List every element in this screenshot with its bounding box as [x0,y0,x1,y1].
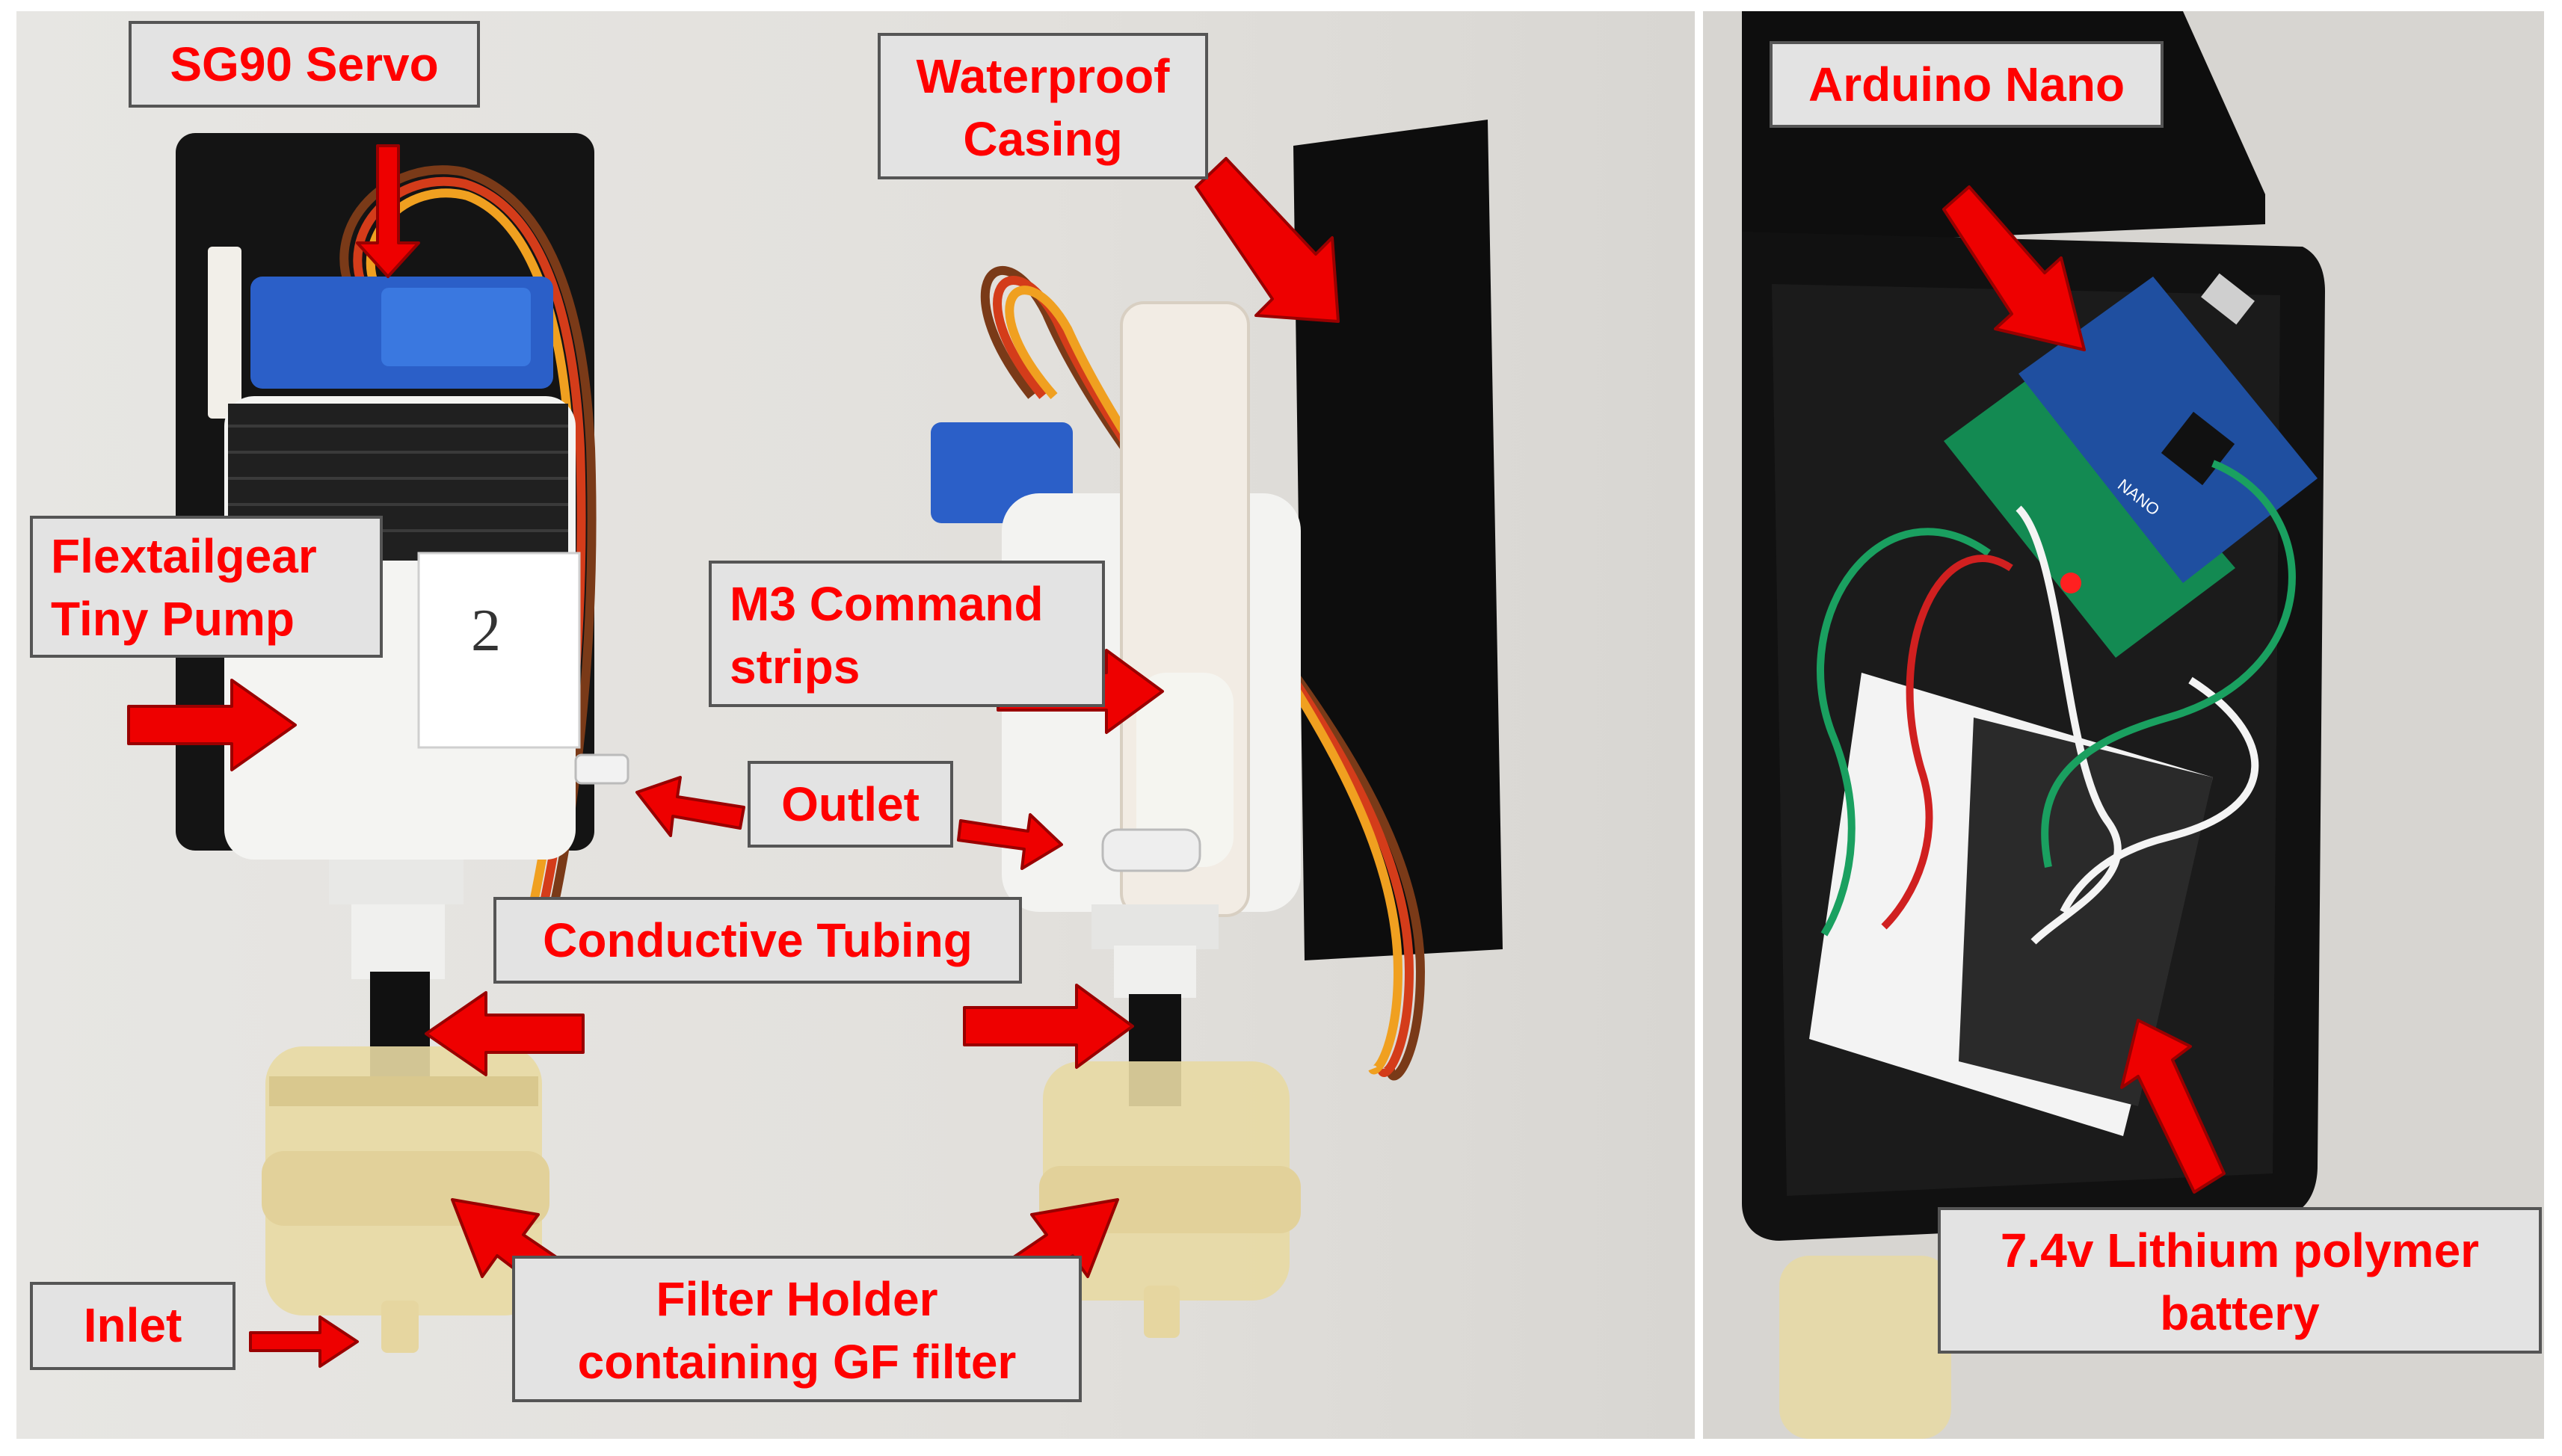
pump-number-text: 2 [471,598,501,664]
label-waterproof-casing: Waterproof Casing [878,33,1208,179]
filter-holder-side [1039,1061,1301,1338]
label-arduino-nano: Arduino Nano [1770,41,2164,128]
arrow-conductive-tubing-side [963,984,1134,1069]
arrow-battery [2120,1019,2226,1194]
arrow-outlet-side [957,813,1063,870]
filter-holder-bottom [1779,1256,1951,1439]
annotation-arrows [127,144,2226,1368]
label-conductive-tubing: Conductive Tubing [493,897,1022,984]
battery-pack [1809,673,2213,1136]
arrow-sg90-servo [356,144,420,278]
label-m3-command-strips: M3 Command strips [709,561,1105,707]
label-filter-holder: Filter Holder containing GF filter [512,1256,1082,1402]
jumper-wires [1817,460,2296,945]
filter-holder-front [262,1046,549,1353]
arrow-inlet [249,1315,359,1368]
arrow-outlet-front [635,776,745,837]
label-sg90-servo: SG90 Servo [129,21,480,108]
arrow-waterproof-casing [1195,157,1340,323]
servo-front [208,247,553,419]
arrow-flextailgear-pump [127,679,297,771]
arrow-arduino-nano [1942,185,2086,351]
label-battery: 7.4v Lithium polymer battery [1938,1207,2542,1354]
label-outlet: Outlet [748,761,953,848]
label-flextailgear-pump: Flextailgear Tiny Pump [30,516,383,658]
arduino-board: NANO [1944,273,2318,658]
arrow-conductive-tubing-front [425,991,585,1076]
label-inlet: Inlet [30,1282,235,1370]
